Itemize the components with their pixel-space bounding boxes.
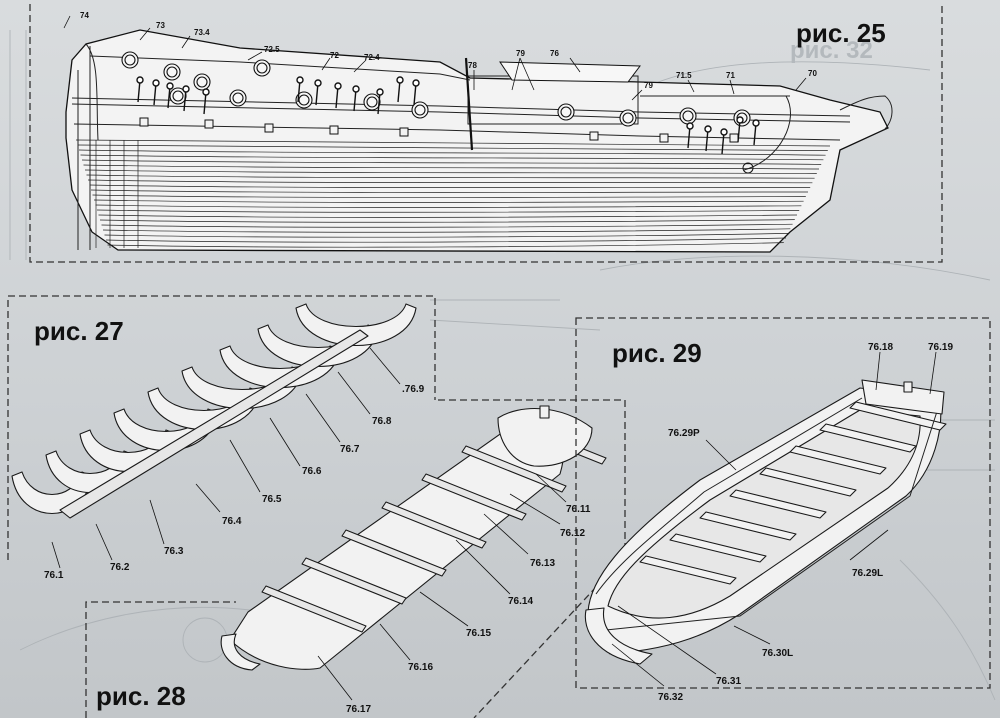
label-74: 74 (80, 11, 89, 20)
label-76-9: .76.9 (402, 384, 425, 395)
label-76-31: 76.31 (716, 676, 741, 687)
stem-28 (220, 633, 261, 671)
label-72-5: 72.5 (264, 45, 280, 54)
figure-28-title: рис. 28 (96, 681, 186, 711)
label-72-4: 72.4 (364, 53, 380, 62)
label-73: 73 (156, 21, 165, 30)
label-76-32: 76.32 (658, 692, 683, 703)
label-76-6: 76.6 (302, 466, 322, 477)
figure-29-panel: рис. 29 76.18 76.19 76.29P 76.29L 76.30L… (575, 317, 991, 703)
figure-29-frame (575, 317, 991, 689)
label-76: 76 (550, 49, 559, 58)
label-76-7: 76.7 (340, 444, 360, 455)
background-ghost-drawing (9, 30, 996, 701)
label-78: 78 (468, 61, 477, 70)
figure-27-panel: рис. 27 76.1 76.2 76.3 76.4 76.5 76.6 76… (7, 295, 436, 581)
label-76-17: 76.17 (346, 704, 371, 715)
transom-28 (497, 407, 593, 467)
figure-25-frame (29, 4, 943, 263)
label-71-5: 71.5 (676, 71, 692, 80)
ship-hull (65, 29, 893, 253)
label-76-8: 76.8 (372, 416, 392, 427)
label-79-b: 79 (644, 81, 653, 90)
figure-28-panel: рис. 28 76.11 76.12 76.13 76.14 76.15 76… (85, 399, 626, 718)
figure-28-frame (85, 399, 626, 718)
label-76-2: 76.2 (110, 562, 130, 573)
label-73-4: 73.4 (194, 28, 210, 37)
ghost-figure-label: рис. 32 (790, 37, 873, 64)
label-76-30l: 76.30L (762, 648, 793, 659)
figure-27-frame (7, 295, 436, 560)
label-76-19: 76.19 (928, 342, 953, 353)
label-76-12: 76.12 (560, 528, 585, 539)
label-76-29p: 76.29P (668, 428, 700, 439)
label-79-a: 79 (516, 49, 525, 58)
label-76-1: 76.1 (44, 570, 64, 581)
label-76-3: 76.3 (164, 546, 184, 557)
label-76-15: 76.15 (466, 628, 491, 639)
figure-27-title: рис. 27 (34, 316, 124, 346)
figure-29-title: рис. 29 (612, 338, 702, 368)
label-76-5: 76.5 (262, 494, 282, 505)
label-76-18: 76.18 (868, 342, 893, 353)
label-76-13: 76.13 (530, 558, 555, 569)
label-72: 72 (330, 51, 339, 60)
keel-27 (59, 329, 369, 519)
figure-25-title: рис. 25 (796, 18, 886, 48)
label-76-16: 76.16 (408, 662, 433, 673)
label-71: 71 (726, 71, 735, 80)
label-76-11: 76.11 (566, 504, 591, 515)
figure-25-panel: рис. 25 (29, 4, 943, 263)
label-70: 70 (808, 69, 817, 78)
label-76-29l: 76.29L (852, 568, 883, 579)
label-76-4: 76.4 (222, 516, 242, 527)
label-76-14: 76.14 (508, 596, 533, 607)
